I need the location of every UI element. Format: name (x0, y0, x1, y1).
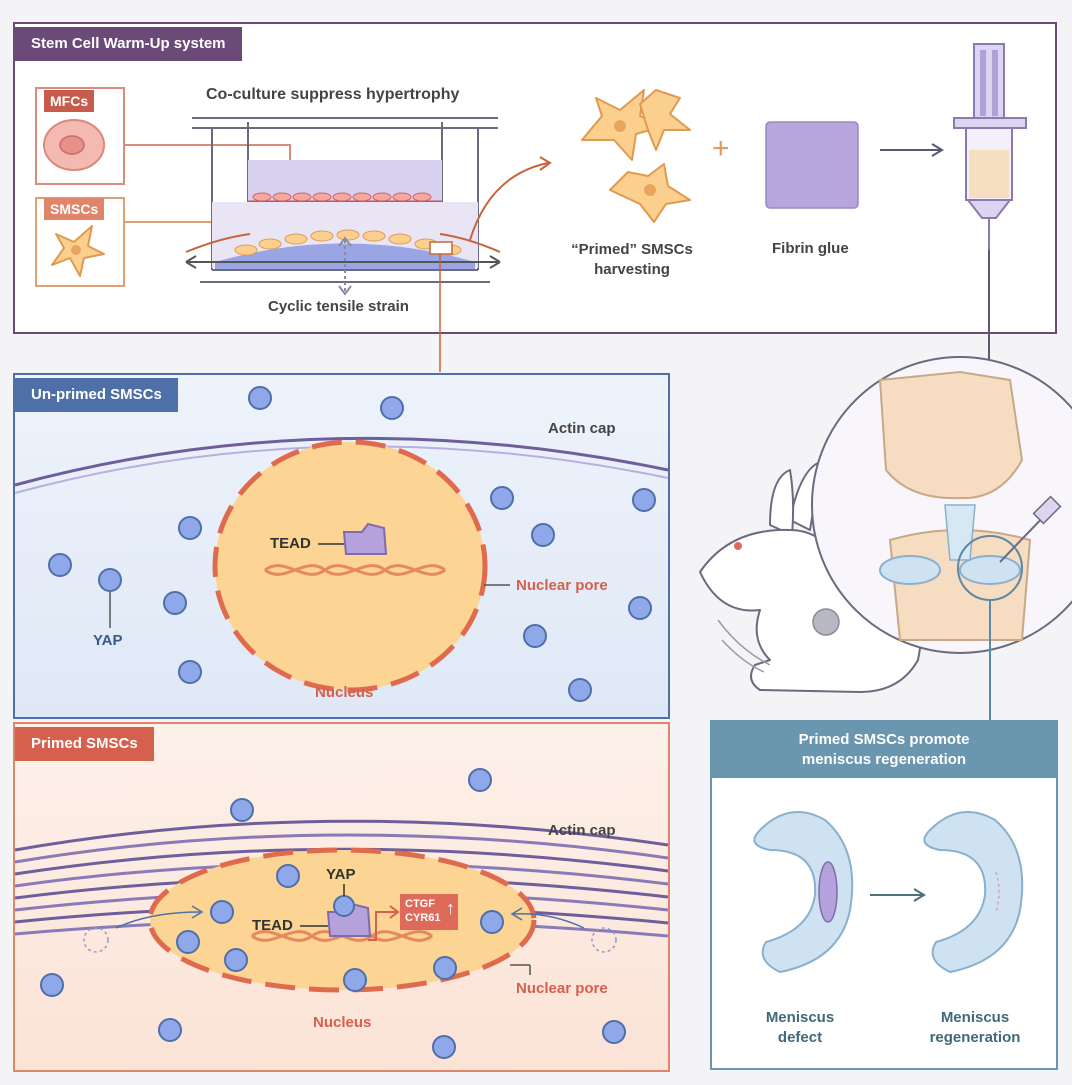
unprimed-tead-label: TEAD (270, 535, 311, 552)
yap-molecule (380, 396, 404, 420)
primed-yap-label: YAP (326, 866, 356, 883)
nucleus-unprimed (212, 439, 488, 693)
gene-ctgf: CTGF (405, 898, 435, 910)
yap-molecule (98, 568, 122, 592)
coculture-label: Co-culture suppress hypertrophy (206, 86, 460, 103)
yap-molecule (230, 798, 254, 822)
genes-label: CTGF CYR61 (405, 897, 440, 925)
mfcs-tag: MFCs (44, 90, 95, 112)
yap-molecule (210, 900, 234, 924)
yap-molecule (40, 973, 64, 997)
meniscus-regenerated-shape (923, 811, 1024, 974)
primed-actin-label: Actin cap (548, 822, 616, 839)
primed-title: Primed SMSCs (15, 727, 154, 761)
meniscus-regeneration-line-1: Meniscus (940, 1009, 1010, 1026)
fibrin-glue-label: Fibrin glue (772, 240, 849, 257)
meniscus-regeneration-line-2: regeneration (929, 1029, 1021, 1046)
meniscus-regeneration-label: Meniscus regeneration (910, 1008, 1040, 1048)
strain-label: Cyclic tensile strain (268, 298, 409, 315)
yap-molecule (468, 768, 492, 792)
gene-cyr61: CYR61 (405, 912, 441, 924)
yap-molecule (432, 1035, 456, 1059)
yap-molecule (480, 910, 504, 934)
primed-harvest-label: “Primed” SMSCs harvesting (562, 240, 702, 280)
yap-molecule (632, 488, 656, 512)
zoom-indicator (429, 241, 453, 255)
primed-harvest-line-2: harvesting (594, 261, 670, 278)
yap-molecule (568, 678, 592, 702)
fibrin-glue-block (765, 121, 859, 209)
tead-protein (342, 522, 388, 555)
meniscus-defect-label: Meniscus defect (740, 1008, 860, 1048)
warmup-system-panel (13, 22, 1057, 334)
unprimed-title: Un-primed SMSCs (15, 378, 178, 412)
unprimed-actin-label: Actin cap (548, 420, 616, 437)
primed-nucleus-label: Nucleus (313, 1014, 372, 1031)
meniscus-defect-line-1: Meniscus (765, 1009, 835, 1026)
rabbit-knee-spot (812, 608, 840, 636)
harvest-arrow (469, 162, 549, 241)
unprimed-nucleus-label: Nucleus (315, 684, 374, 701)
defect-lesion (818, 861, 838, 923)
actin-cap-line (14, 436, 669, 487)
meniscus-defect-shape (753, 811, 854, 974)
stretch-membrane (215, 243, 475, 270)
yap-molecule (531, 523, 555, 547)
yap-molecule (176, 930, 200, 954)
yap-molecule (163, 591, 187, 615)
plus-sign: + (712, 132, 730, 165)
yap-molecule (433, 956, 457, 980)
yap-molecule (248, 386, 272, 410)
yap-molecule (628, 596, 652, 620)
regeneration-title: Primed SMSCs promote meniscus regenerati… (712, 722, 1056, 778)
yap-molecule (178, 516, 202, 540)
primed-nuclear-pore-label: Nuclear pore (516, 980, 608, 997)
regeneration-title-2: meniscus regeneration (801, 751, 967, 768)
yap-molecule (276, 864, 300, 888)
meniscus-defect-line-2: defect (777, 1029, 823, 1046)
yap-molecule (48, 553, 72, 577)
primed-tead-label: TEAD (252, 917, 293, 934)
unprimed-nuclear-pore-label: Nuclear pore (516, 577, 608, 594)
yap-molecule (490, 486, 514, 510)
yap-molecule (602, 1020, 626, 1044)
smscs-tag: SMSCs (44, 198, 105, 220)
warmup-system-title: Stem Cell Warm-Up system (15, 27, 242, 61)
yap-molecule (158, 1018, 182, 1042)
genes-box (400, 894, 458, 930)
primed-harvest-line-1: “Primed” SMSCs (571, 241, 693, 258)
regeneration-title-1: Primed SMSCs promote (798, 731, 970, 748)
yap-molecule (343, 968, 367, 992)
yap-molecule (178, 660, 202, 684)
yap-molecule (523, 624, 547, 648)
yap-molecule (224, 948, 248, 972)
syringe-icon (953, 43, 1027, 250)
unprimed-yap-label: YAP (93, 632, 123, 649)
upregulation-arrow-icon: ↑ (446, 898, 455, 918)
